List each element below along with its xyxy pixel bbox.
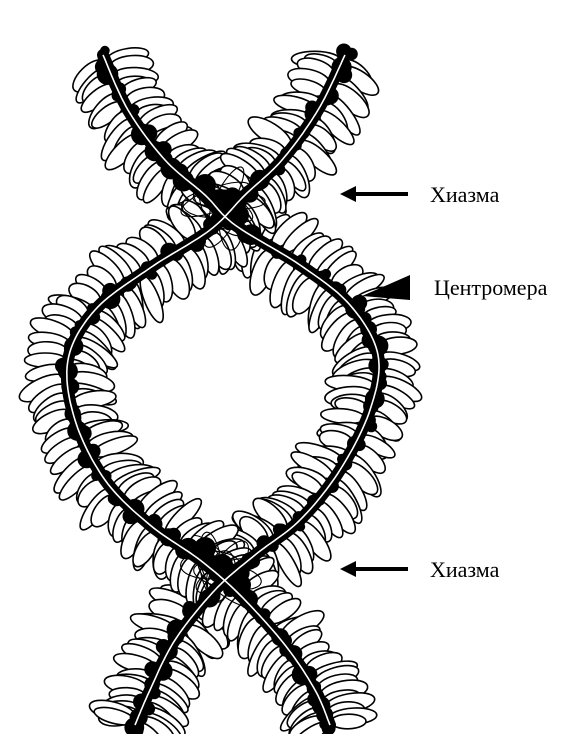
chromomere [375, 371, 386, 382]
chiasma-chromomere [194, 537, 216, 559]
arrow-chiasma-bottom [340, 561, 408, 577]
chromomere [123, 508, 139, 524]
chromomere [375, 358, 389, 372]
chromomere [334, 284, 346, 296]
chiasma-chromomere [211, 554, 233, 576]
lateral-loop [330, 714, 366, 729]
chromomere [273, 523, 285, 535]
chromomere [205, 588, 220, 603]
chromomere [365, 421, 377, 433]
chromomere [136, 702, 151, 717]
chromomere [144, 661, 160, 677]
chromomere [345, 48, 357, 60]
chromomere [279, 643, 293, 657]
chromomere [147, 270, 157, 280]
label-centromere: Центромера [434, 277, 547, 299]
chromomere [269, 166, 279, 176]
label-chiasma-bottom: Хиазма [430, 559, 499, 581]
chiasma-chromomere [194, 174, 216, 196]
chromomere [108, 492, 121, 505]
chromomere [259, 608, 271, 620]
chiasma-chromomere [229, 574, 251, 596]
chromomere [147, 514, 161, 528]
chromomere [100, 46, 110, 56]
chromomere [166, 528, 181, 543]
arrow-chiasma-top [340, 186, 408, 202]
chiasma-chromomere [227, 204, 249, 226]
label-chiasma-top: Хиазма [430, 184, 499, 206]
chromomere [321, 269, 331, 279]
chromomere [171, 164, 188, 181]
